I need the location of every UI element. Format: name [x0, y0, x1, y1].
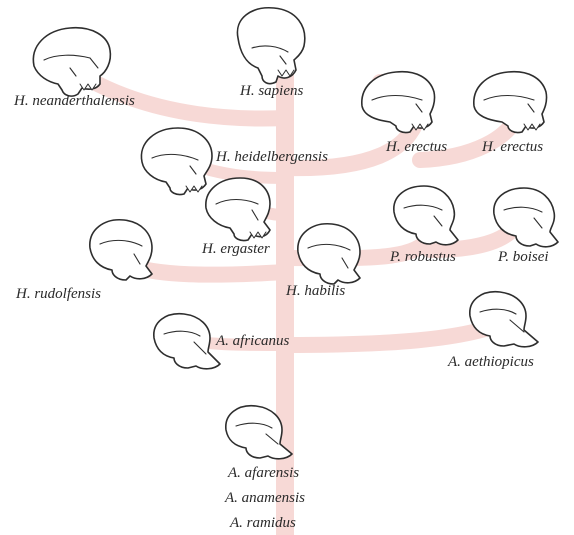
- label-afarensis: A. afarensis: [228, 466, 299, 481]
- branch-aethiopicus: [285, 322, 505, 345]
- label-robustus: P. robustus: [390, 250, 456, 265]
- neanderthalensis-skull-icon: [33, 28, 110, 96]
- label-rudolfensis: H. rudolfensis: [16, 287, 101, 302]
- label-anamensis: A. anamensis: [225, 491, 305, 506]
- habilis-skull-icon: [298, 224, 360, 284]
- label-neanderthalensis: H. neanderthalensis: [14, 94, 135, 109]
- ergaster-skull-icon: [206, 178, 270, 241]
- label-erectus-left: H. erectus: [386, 140, 447, 155]
- rudolfensis-skull-icon: [90, 220, 152, 280]
- africanus-skull-icon: [154, 314, 220, 369]
- label-habilis: H. habilis: [286, 284, 345, 299]
- label-africanus: A. africanus: [216, 334, 289, 349]
- erectus-skull-icon: [362, 72, 435, 133]
- label-aethiopicus: A. aethiopicus: [448, 355, 534, 370]
- label-ramidus: A. ramidus: [230, 516, 296, 531]
- label-ergaster: H. ergaster: [202, 242, 270, 257]
- label-heidelbergensis: H. heidelbergensis: [216, 150, 328, 165]
- branch-heidelbergensis: [210, 170, 285, 178]
- label-erectus-right: H. erectus: [482, 140, 543, 155]
- robustus-skull-icon: [394, 186, 458, 245]
- label-sapiens: H. sapiens: [240, 84, 303, 99]
- erectus-skull-icon: [474, 72, 547, 133]
- heidelbergensis-skull-icon: [141, 128, 212, 195]
- sapiens-skull-icon: [237, 8, 304, 84]
- label-boisei: P. boisei: [498, 250, 549, 265]
